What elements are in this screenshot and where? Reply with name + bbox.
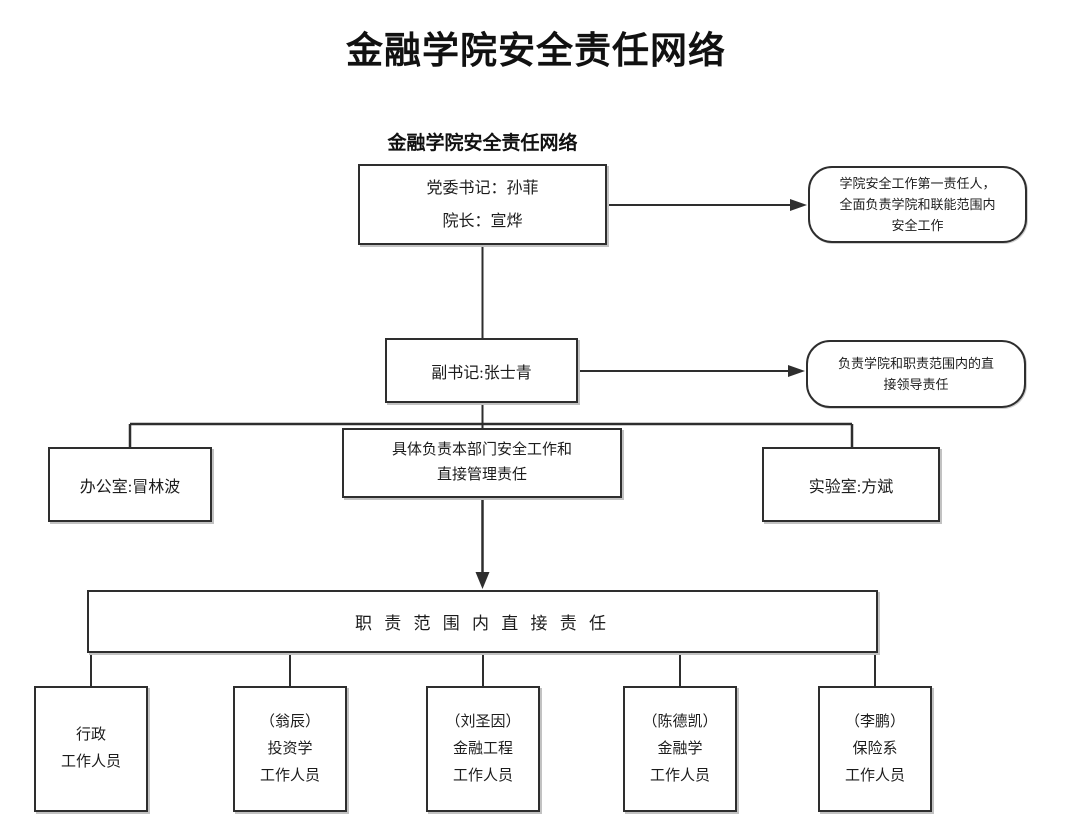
duty-line-1: 具体负责本部门安全工作和	[391, 442, 572, 458]
staff-2-line-3: 工作人员	[259, 767, 320, 784]
diagram-heading: 金融学院安全责任网络	[387, 133, 578, 154]
arrowhead-deputy-note	[788, 365, 805, 377]
node-staff-administration: 行政 工作人员	[34, 686, 148, 812]
staff-4-line-2: 金融学	[657, 740, 703, 757]
staff-3-line-1: （刘圣因）	[445, 713, 521, 730]
node-staff-financial-engineering: （刘圣因） 金融工程 工作人员	[426, 686, 540, 812]
node-department-duty: 具体负责本部门安全工作和 直接管理责任	[342, 428, 622, 498]
staff-5-line-3: 工作人员	[844, 767, 905, 784]
leader-note-line-1: 学院安全工作第一责任人，	[839, 176, 996, 191]
lab-label: 实验室:方斌	[808, 478, 894, 496]
node-office: 办公室:冒林波	[48, 447, 212, 522]
leader-line-1: 党委书记：孙菲	[426, 179, 539, 197]
node-staff-investment: （翁辰） 投资学 工作人员	[233, 686, 347, 812]
arrowhead-duty-direct	[475, 572, 490, 589]
connector-office-lab-bus	[128, 422, 854, 447]
node-laboratory: 实验室:方斌	[762, 447, 940, 522]
note-first-responsibility: 学院安全工作第一责任人， 全面负责学院和联能范围内 安全工作	[808, 166, 1027, 243]
duty-line-2: 直接管理责任	[436, 467, 527, 483]
leader-note-line-3: 安全工作	[891, 218, 944, 233]
node-deputy-secretary: 副书记:张士青	[385, 338, 578, 403]
staff-1-line-2: 工作人员	[60, 754, 121, 770]
staff-4-line-3: 工作人员	[649, 767, 710, 784]
deputy-label: 副书记:张士青	[431, 364, 532, 382]
node-direct-responsibility: 职 责 范 围 内 直 接 责 任	[87, 590, 878, 653]
office-label: 办公室:冒林波	[79, 478, 181, 496]
direct-label: 职 责 范 围 内 直 接 责 任	[355, 614, 610, 633]
staff-3-line-2: 金融工程	[452, 740, 513, 757]
node-staff-insurance: （李鹏） 保险系 工作人员	[818, 686, 932, 812]
note-direct-leadership: 负责学院和职责范围内的直 接领导责任	[806, 340, 1026, 408]
connector-staff-drops	[90, 653, 876, 686]
staff-2-line-2: 投资学	[267, 740, 313, 757]
arrowhead-leader-note	[790, 199, 807, 211]
staff-4-line-1: （陈德凯）	[642, 713, 718, 730]
staff-1-line-1: 行政	[75, 727, 106, 743]
node-staff-finance: （陈德凯） 金融学 工作人员	[623, 686, 737, 812]
deputy-note-line-2: 接领导责任	[883, 377, 949, 392]
staff-3-line-3: 工作人员	[452, 767, 513, 784]
staff-2-line-1: （翁辰）	[259, 713, 320, 730]
staff-5-line-2: 保险系	[852, 740, 898, 757]
staff-5-line-1: （李鹏）	[844, 713, 905, 730]
deputy-note-line-1: 负责学院和职责范围内的直	[837, 356, 994, 371]
page-title: 金融学院安全责任网络	[346, 30, 726, 71]
leader-line-2: 院长：宣烨	[442, 212, 523, 230]
leader-note-line-2: 全面负责学院和联能范围内	[839, 197, 996, 212]
node-party-secretary-dean: 党委书记：孙菲 院长：宣烨	[358, 164, 607, 245]
